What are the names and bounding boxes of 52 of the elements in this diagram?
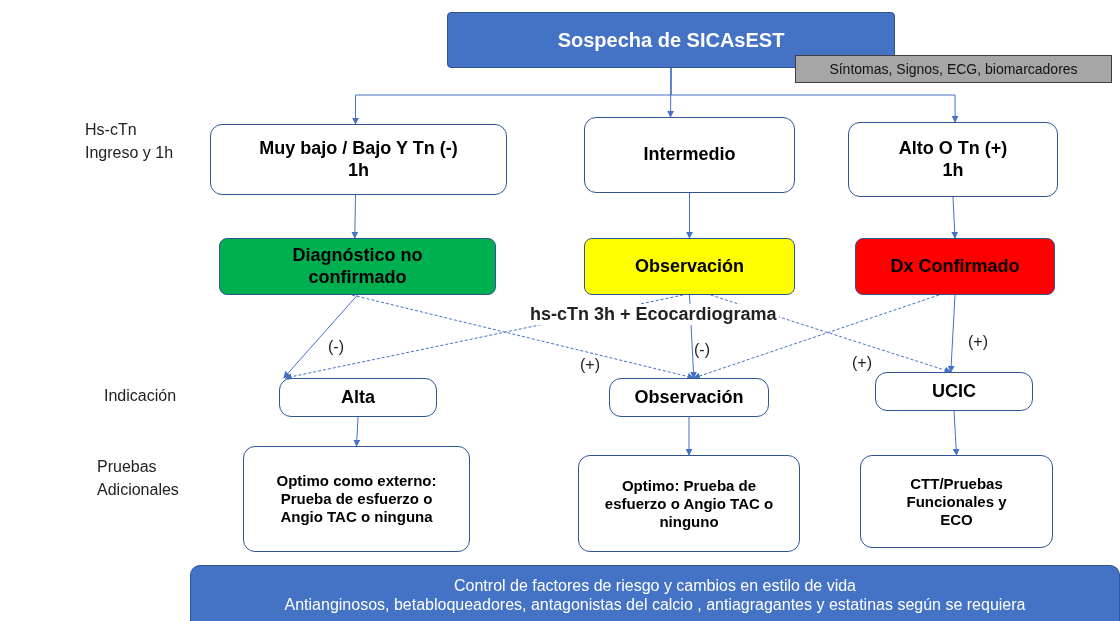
arrow	[283, 294, 358, 379]
box-label: Intermedio	[643, 144, 736, 166]
side-label: Pruebas Adicionales	[97, 457, 180, 501]
side-label: Hs-cTn Ingreso y 1h	[85, 120, 175, 164]
box-label: Muy bajo / Bajo Y Tn (-) 1h	[258, 137, 459, 182]
dashed-arrow	[351, 294, 695, 380]
process-box	[210, 124, 507, 195]
result-label: (-)	[694, 341, 710, 359]
arrow	[667, 67, 675, 118]
banner-text: Antianginosos, betabloqueadores, antagonistas del calcio , antiagragantes y estatinas según se requiera	[284, 595, 1026, 615]
process-box	[860, 455, 1053, 548]
box-label: Observación	[634, 255, 744, 278]
box-label: Observación	[634, 386, 744, 409]
arrow	[951, 196, 959, 239]
status-box	[219, 238, 496, 295]
section-label: hs-cTn 3h + Ecocardiograma	[528, 304, 779, 325]
status-box	[584, 238, 795, 295]
box-label: Alto O Tn (+) 1h	[897, 137, 1009, 182]
process-box	[243, 446, 470, 552]
result-label: (-)	[328, 338, 344, 356]
title-text: Sospecha de SICAsEST	[557, 28, 785, 52]
arrow	[351, 194, 359, 239]
box-label: CTT/Pruebas Funcionales y ECO	[905, 474, 1008, 529]
box-label: Alta	[341, 386, 375, 409]
banner-box	[190, 565, 1120, 621]
note-text: Síntomas, Signos, ECG, biomarcadores	[829, 60, 1078, 78]
process-box	[279, 378, 437, 417]
box-label: Optimo: Prueba de esfuerzo o Angio TAC o ninguno	[603, 476, 775, 531]
arrow	[353, 416, 361, 447]
process-box	[875, 372, 1033, 411]
dashed-arrow	[710, 294, 952, 374]
status-box	[855, 238, 1055, 295]
process-box	[848, 122, 1058, 197]
box-label: UCIC	[932, 380, 976, 403]
arrow	[952, 410, 960, 456]
arrow	[686, 192, 693, 239]
arrow	[670, 67, 959, 123]
note-box	[795, 55, 1112, 83]
side-label: Indicación	[104, 387, 177, 405]
result-label: (+)	[852, 354, 872, 372]
result-label: (+)	[968, 333, 988, 351]
arrow	[947, 294, 956, 373]
dashed-arrow	[693, 294, 940, 380]
banner-text: Control de factores de riesgo y cambios en estilo de vida	[454, 575, 856, 595]
process-box	[584, 117, 795, 193]
result-label: (+)	[580, 356, 600, 374]
process-box	[578, 455, 800, 552]
box-label: Optimo como externo: Prueba de esfuerzo o Angio TAC o ninguna	[276, 472, 437, 526]
process-box	[609, 378, 769, 417]
box-label: Dx Confirmado	[890, 255, 1020, 278]
box-label: Diagnóstico no confirmado	[291, 244, 424, 289]
arrow	[685, 416, 693, 456]
